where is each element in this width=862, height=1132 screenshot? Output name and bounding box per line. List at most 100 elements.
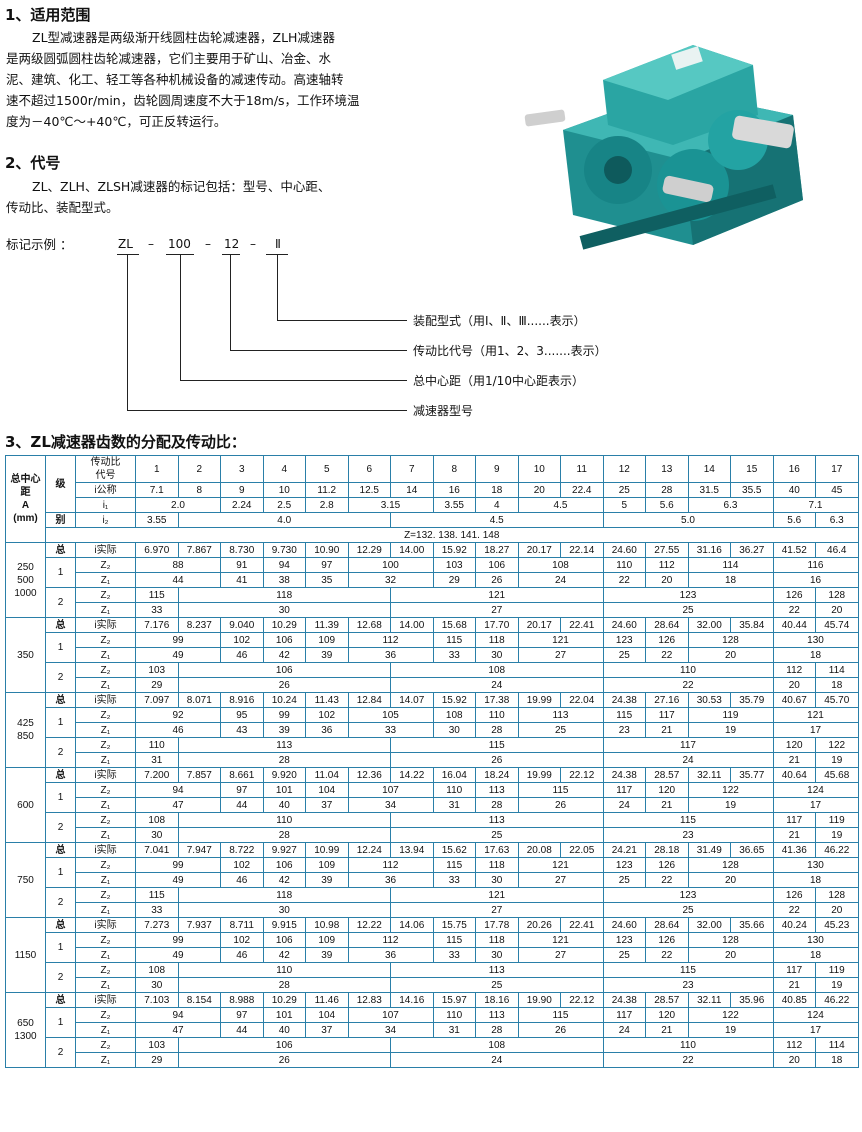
- i-actual-cell: 22.05: [560, 842, 604, 858]
- i-nominal-cell: 11.2: [305, 482, 349, 498]
- z1-cell: 27: [517, 947, 604, 963]
- z2-label: Z₂: [75, 812, 136, 828]
- z2-cell: 108: [517, 557, 604, 573]
- z2-cell: 113: [475, 1007, 519, 1023]
- z2-cell: 102: [220, 632, 264, 648]
- z1-cell: 29: [135, 677, 179, 693]
- z1-cell: 28: [177, 752, 391, 768]
- total-label: 总: [45, 617, 76, 633]
- z2-cell: 116: [772, 557, 859, 573]
- z2-label: Z₂: [75, 857, 136, 873]
- i-actual-cell: 8.988: [220, 992, 264, 1008]
- z1-cell: 39: [305, 947, 349, 963]
- z2-label: Z₂: [75, 662, 136, 678]
- ratio-code-cell: 7: [390, 455, 434, 483]
- z1-cell: 30: [135, 977, 179, 993]
- z2-cell: 110: [135, 737, 179, 753]
- z1-cell: 24: [602, 1022, 646, 1038]
- i-actual-cell: 24.38: [602, 692, 646, 708]
- i-actual-cell: 40.44: [772, 617, 816, 633]
- z1-cell: 46: [220, 872, 264, 888]
- z1-cell: 25: [602, 647, 646, 663]
- z2-cell: 104: [305, 782, 349, 798]
- i-actual-cell: 11.43: [305, 692, 349, 708]
- z1-cell: 36: [305, 722, 349, 738]
- z1-cell: 26: [475, 572, 519, 588]
- z1-cell: 22: [602, 677, 774, 693]
- z1-cell: 30: [177, 602, 391, 618]
- i-actual-cell: 24.21: [602, 842, 646, 858]
- z1-cell: 19: [687, 722, 774, 738]
- stage-2-label: 2: [45, 737, 76, 768]
- i-actual-cell: 14.00: [390, 542, 434, 558]
- i-actual-cell: 8.916: [220, 692, 264, 708]
- total-label: 总: [45, 992, 76, 1008]
- z2-label: Z₂: [75, 782, 136, 798]
- z2-cell: 126: [772, 887, 816, 903]
- section2-heading: 2、代号: [5, 154, 61, 172]
- i-actual-cell: 7.103: [135, 992, 179, 1008]
- z1-label: Z₁: [75, 647, 136, 663]
- z1-cell: 22: [772, 902, 816, 918]
- z1-cell: 39: [305, 647, 349, 663]
- i-actual-cell: 36.27: [730, 542, 774, 558]
- z2-cell: 102: [220, 857, 264, 873]
- i-actual-cell: 12.83: [347, 992, 391, 1008]
- z2-cell: 110: [177, 962, 391, 978]
- leader-line: [277, 254, 278, 321]
- z1-cell: 17: [772, 1022, 859, 1038]
- i-actual-cell: 32.00: [687, 917, 731, 933]
- z1-cell: 30: [475, 947, 519, 963]
- z1-cell: 41: [220, 572, 264, 588]
- i-actual-cell: 28.57: [645, 992, 689, 1008]
- z2-cell: 115: [135, 587, 179, 603]
- z2-cell: 97: [220, 1007, 264, 1023]
- i-actual-label: i实际: [75, 542, 136, 558]
- ratio-code-cell: 2: [177, 455, 221, 483]
- z2-cell: 124: [772, 782, 859, 798]
- z1-cell: 26: [390, 752, 604, 768]
- z1-label: Z₁: [75, 797, 136, 813]
- example-label: 标记示例 ：: [6, 237, 73, 252]
- i-actual-label: i实际: [75, 917, 136, 933]
- i-actual-cell: 12.24: [347, 842, 391, 858]
- header-i1: i₁: [75, 497, 136, 513]
- ratio-code-cell: 3: [220, 455, 264, 483]
- annotation-assembly: 装配型式（用Ⅰ、Ⅱ、Ⅲ......表示）: [413, 314, 586, 328]
- stage-2-label: 2: [45, 587, 76, 618]
- z1-cell: 30: [432, 722, 476, 738]
- z2-cell: 123: [602, 887, 774, 903]
- z1-cell: 20: [772, 677, 816, 693]
- z2-cell: 109: [305, 857, 349, 873]
- z1-cell: 18: [772, 647, 859, 663]
- i-actual-cell: 19.99: [517, 692, 561, 708]
- section3-heading: 3、ZL减速器齿数的分配及传动比：: [5, 433, 246, 451]
- z2-cell: 115: [135, 887, 179, 903]
- z2-cell: 113: [475, 782, 519, 798]
- z1-label: Z₁: [75, 872, 136, 888]
- i-actual-cell: 14.22: [390, 767, 434, 783]
- z1-cell: 27: [390, 902, 604, 918]
- stage-2-label: 2: [45, 887, 76, 918]
- z2-cell: 110: [602, 557, 646, 573]
- z1-cell: 25: [390, 827, 604, 843]
- z1-label: Z₁: [75, 572, 136, 588]
- center-distance-cell: 650 1300: [5, 992, 46, 1068]
- z2-cell: 123: [602, 632, 646, 648]
- i-actual-cell: 18.16: [475, 992, 519, 1008]
- z1-cell: 25: [602, 902, 774, 918]
- z2-label: Z₂: [75, 737, 136, 753]
